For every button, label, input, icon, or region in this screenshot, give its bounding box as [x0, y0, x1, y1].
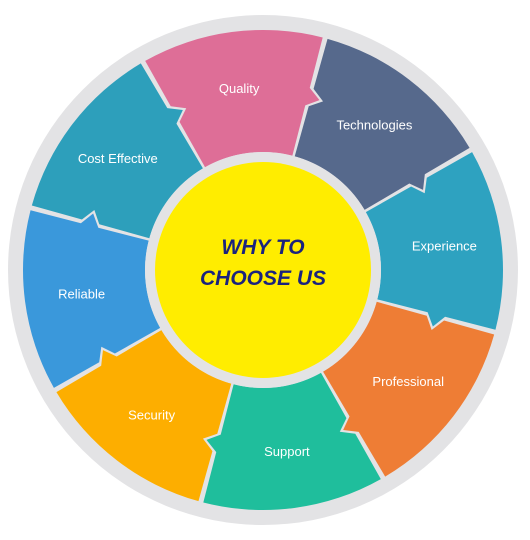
- segment-cost-effective: [31, 63, 203, 239]
- segment-label-technologies: Technologies: [336, 117, 412, 132]
- segment-label-cost-effective: Cost Effective: [78, 151, 158, 166]
- segment-professional: [323, 301, 495, 477]
- segment-label-experience: Experience: [412, 239, 477, 254]
- segment-label-quality: Quality: [219, 81, 260, 96]
- segment-label-professional: Professional: [372, 374, 444, 389]
- center-title-line2: CHOOSE US: [200, 267, 326, 290]
- segment-label-security: Security: [128, 408, 175, 423]
- segment-label-support: Support: [264, 444, 310, 459]
- segments-group: [22, 29, 504, 511]
- segment-labels: TechnologiesExperienceProfessionalSuppor…: [58, 81, 477, 459]
- segment-quality: [145, 29, 323, 168]
- segment-label-reliable: Reliable: [58, 286, 105, 301]
- segment-support: [203, 372, 381, 511]
- segment-security: [56, 330, 232, 502]
- center-title-line1: WHY TO: [221, 236, 304, 259]
- center-circle: [155, 162, 371, 378]
- segment-technologies: [294, 38, 470, 210]
- segment-reliable: [22, 210, 161, 388]
- segment-experience: [365, 152, 504, 330]
